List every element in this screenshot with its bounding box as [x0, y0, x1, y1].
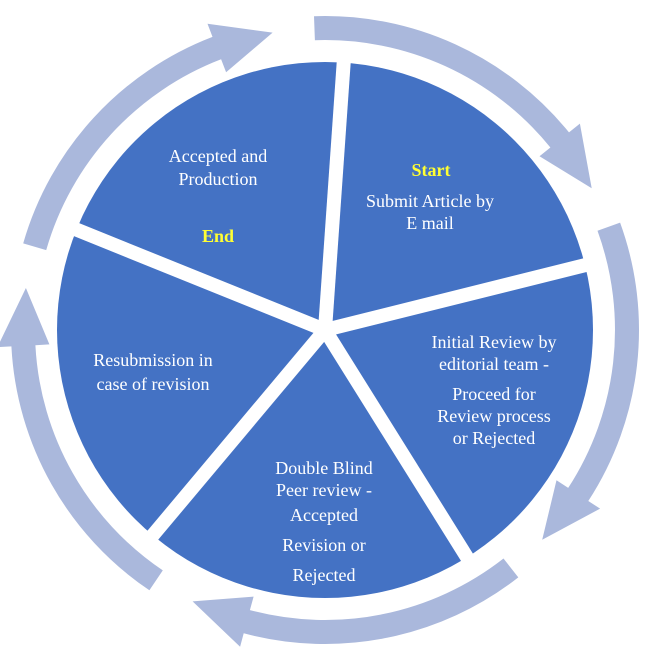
step-3-line-1: Double Blind: [275, 458, 373, 478]
step-2-line-3: Proceed for: [452, 384, 535, 404]
segment-divider-3: [319, 326, 477, 567]
step-2-line-2: editorial team -: [439, 354, 549, 374]
segment-divider-1: [318, 56, 352, 331]
step-2-line-5: or Rejected: [453, 428, 535, 448]
step-2-line-4: Review process: [437, 406, 550, 426]
step-3-line-2: Peer review -: [276, 480, 372, 500]
step-2-line-1: Initial Review by: [432, 332, 557, 352]
step-1-marker: Start: [412, 160, 451, 180]
segment-divider-4: [143, 325, 331, 545]
step-3-line-5: Rejected: [293, 565, 356, 585]
step-1-line-2: E mail: [406, 213, 454, 233]
step-3-line-4: Revision or: [282, 535, 366, 555]
step-5-line-2: Production: [179, 169, 258, 189]
cycle-arrow-4: [0, 288, 163, 591]
step-4-line-1: Resubmission in: [93, 350, 213, 370]
step-3-line-3: Accepted: [290, 505, 358, 525]
cycle-arrow-2: [542, 222, 640, 540]
segment-labels: Start Submit Article by E mail Initial R…: [93, 146, 556, 585]
arrow-ring: [0, 16, 640, 647]
cycle-arrow-3: [192, 558, 519, 647]
segment-divider-5: [68, 220, 328, 337]
step-5-marker: End: [202, 226, 234, 246]
segment-divider-2: [323, 256, 593, 337]
step-4-line-2: case of revision: [97, 374, 210, 394]
cycle-arrow-1: [314, 16, 592, 189]
segment-ring: [57, 56, 593, 598]
cycle-arrow-5: [23, 23, 273, 251]
step-5-line-1: Accepted and: [169, 146, 267, 166]
step-1-line-1: Submit Article by: [366, 191, 494, 211]
